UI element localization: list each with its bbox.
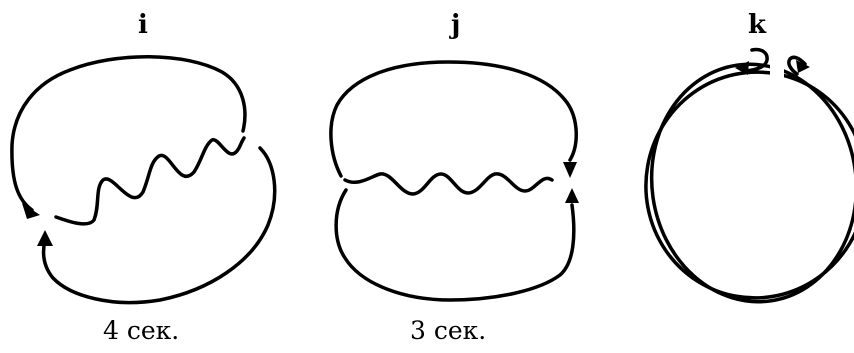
panel-k-diagram	[644, 47, 854, 304]
panel-k-gap-mask	[770, 54, 784, 82]
panel-i-wavy-strand	[54, 136, 246, 226]
panel-k-right-hook	[787, 55, 807, 76]
panel-i-diagram	[10, 55, 277, 305]
panel-i-lower-arc	[41, 146, 277, 305]
panel-i-arrow-upper	[22, 203, 40, 219]
panel-k-inner-loop	[649, 62, 854, 304]
panel-k-label: k	[748, 10, 767, 40]
panel-j-wavy-strand	[343, 172, 554, 196]
panel-j-arrow-upper	[563, 162, 577, 178]
panel-i-upper-arc	[10, 55, 247, 212]
panel-j-upper-arc	[329, 60, 578, 178]
panel-j-label: j	[451, 10, 461, 40]
panel-k-arrow-right	[796, 60, 810, 73]
panel-j-caption: 3 сек.	[410, 316, 487, 345]
panel-k-left-hook	[743, 47, 769, 73]
panel-k-outer-loop	[644, 70, 854, 300]
panel-i-arrow-lower	[37, 230, 53, 246]
panel-i-label: i	[138, 10, 148, 40]
panel-j-arrow-lower	[565, 188, 579, 203]
panel-j-lower-arc	[334, 188, 576, 302]
panel-i-caption: 4 сек.	[103, 316, 180, 345]
panel-k-arrow-left	[735, 61, 749, 75]
panel-j-diagram	[329, 60, 578, 302]
